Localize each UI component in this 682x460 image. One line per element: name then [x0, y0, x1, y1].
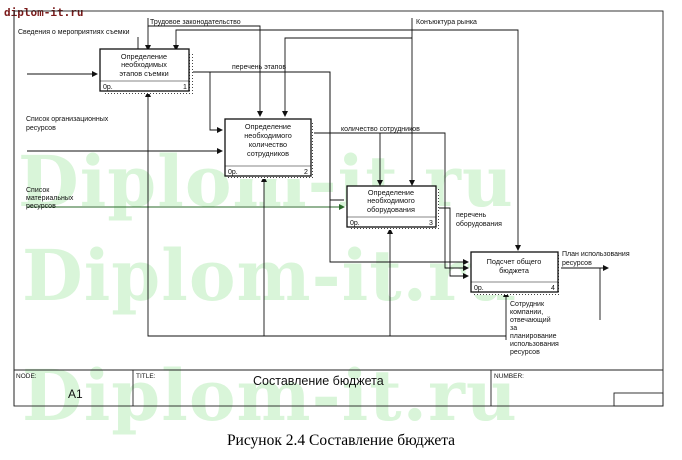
box-3-line-2: необходимого [367, 196, 415, 205]
box-2-line-2: необходимого [244, 131, 292, 140]
box-1-line-1: Определение [121, 52, 167, 61]
input-label-org-resources-2: ресурсов [26, 125, 56, 132]
figure-caption: Рисунок 2.4 Составление бюджета [227, 432, 455, 449]
box-1-cost: 0р. [103, 84, 113, 91]
box-4-line-1: Подсчет общего [487, 257, 542, 266]
watermark-3: Diplom-it.ru [22, 354, 518, 437]
input-label-materials-3: ресурсов [26, 203, 56, 210]
activity-box-3: Определение необходимого оборудования 0р… [346, 185, 439, 230]
activity-box-2: Определение необходимого количество сотр… [224, 118, 314, 179]
arrow-label-equipment-2: оборудования [456, 220, 502, 228]
watermark-top: diplom-it.ru [4, 6, 83, 19]
box-1-line-3: этапов съемки [119, 69, 168, 78]
box-4-line-2: бюджета [499, 266, 530, 275]
input-label-filming-events: Сведения о мероприятиях съемки [18, 29, 130, 36]
box-2-line-3: количество [249, 140, 287, 149]
mechanism-label-2: компании, [510, 309, 543, 316]
mechanism-label-3: отвечающий [510, 316, 551, 324]
title-label: TITLE: [136, 373, 156, 380]
node-label: NODE: [16, 373, 37, 380]
box-3-line-3: оборудования [367, 205, 415, 214]
mechanism-label-7: ресурсов [510, 349, 540, 356]
box-4-number: 4 [551, 285, 555, 292]
arrow-label-equipment-1: перечень [456, 212, 487, 219]
input-label-org-resources-1: Список организационных [26, 116, 109, 123]
control-label-market: Конъюктура рынка [416, 19, 477, 26]
mechanism-label-6: использования [510, 341, 559, 348]
box-2-line-1: Определение [245, 122, 291, 131]
input-label-materials-2: материальных [26, 195, 74, 202]
mechanism-label-1: Сотрудник [510, 301, 545, 308]
box-2-number: 2 [304, 169, 308, 176]
box-4-cost: 0р. [474, 285, 484, 292]
arrow-label-stages: перечень этапов [232, 64, 286, 71]
output-label-2: ресурсов [562, 260, 592, 267]
box-2-line-4: сотрудников [247, 149, 289, 158]
arrow-label-staff-count: количество сотрудников [341, 126, 420, 133]
output-label-1: План использования [562, 251, 630, 258]
box-1-number: 1 [183, 84, 187, 91]
number-label: NUMBER: [494, 373, 524, 380]
node-value: A1 [68, 387, 83, 401]
mechanism-label-4: за [510, 325, 517, 332]
box-3-number: 3 [429, 220, 433, 227]
activity-box-1: Определение необходимых этапов съемки 0р… [99, 48, 193, 94]
input-label-materials-1: Список [26, 187, 50, 194]
box-1-line-2: необходимых [121, 60, 167, 69]
box-3-line-1: Определение [368, 188, 414, 197]
activity-box-4: Подсчет общего бюджета 0р. 4 [470, 251, 561, 295]
watermark-2: Diplom-it.ru [22, 234, 518, 317]
mechanism-label-5: планирование [510, 333, 557, 340]
box-2-cost: 0р. [228, 169, 238, 176]
control-label-labor-law: Трудовое законодательство [150, 19, 241, 26]
diagram-title: Составление бюджета [253, 374, 384, 388]
box-3-cost: 0р. [350, 220, 360, 227]
